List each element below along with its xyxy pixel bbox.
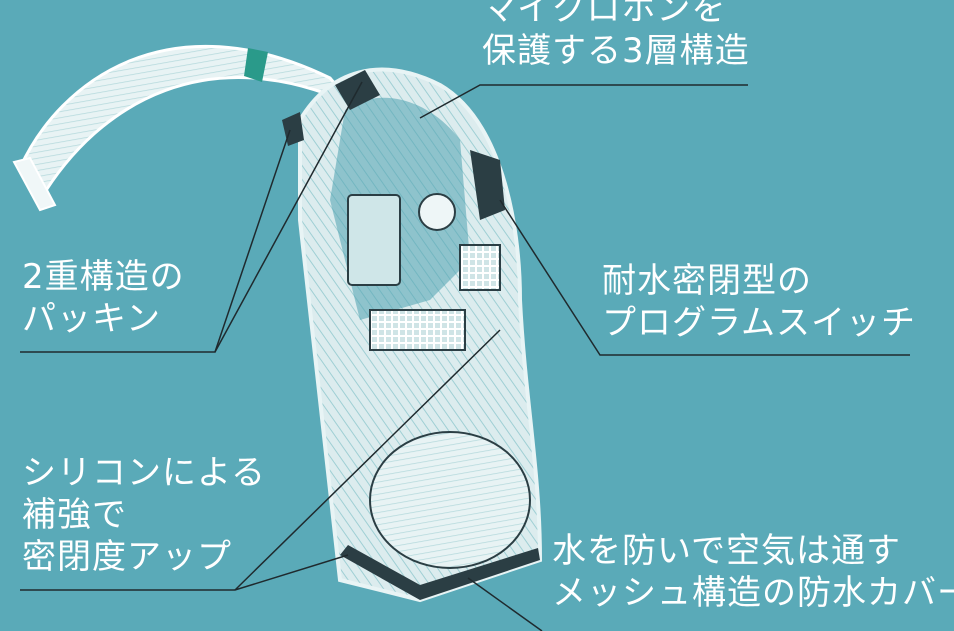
label-cover-line-2: メッシュ構造の防水カバー bbox=[552, 573, 954, 613]
leader-microphone bbox=[419, 84, 748, 119]
switch-component bbox=[459, 244, 501, 291]
label-silicone-line-2: 補強で bbox=[22, 495, 127, 535]
label-microphone: マイクロホンを 保護する3層構造 bbox=[482, 0, 750, 72]
label-packing: 2重構造の パッキン bbox=[22, 256, 185, 340]
label-silicone-line-1: シリコンによる bbox=[22, 453, 266, 493]
label-packing-line-2: パッキン bbox=[22, 299, 161, 339]
label-silicone-line-3: 密閉度アップ bbox=[22, 537, 232, 577]
leader-cover bbox=[467, 577, 543, 631]
label-switch: 耐水密閉型の プログラムスイッチ bbox=[602, 260, 916, 344]
leader-lines bbox=[20, 81, 910, 631]
microphone-component bbox=[418, 193, 456, 231]
circuit-board bbox=[369, 309, 466, 351]
battery bbox=[369, 431, 531, 569]
label-switch-line-1: 耐水密閉型の bbox=[602, 261, 812, 301]
label-packing-line-1: 2重構造の bbox=[22, 257, 185, 297]
leader-silicone-2 bbox=[234, 329, 501, 591]
leader-switch bbox=[499, 199, 910, 356]
device-body bbox=[282, 67, 543, 603]
receiver-component bbox=[347, 194, 401, 286]
label-silicone: シリコンによる 補強で 密閉度アップ bbox=[22, 452, 266, 578]
tube-band bbox=[244, 48, 268, 82]
label-cover-line-1: 水を防いで空気は通す bbox=[552, 531, 901, 571]
waterproof-cover-rim bbox=[340, 545, 540, 600]
packing-seal bbox=[282, 112, 304, 146]
label-microphone-line-2: 保護する3層構造 bbox=[482, 31, 750, 71]
label-cover: 水を防いで空気は通す メッシュ構造の防水カバー bbox=[552, 530, 954, 614]
leader-packing-2 bbox=[214, 81, 363, 353]
label-switch-line-2: プログラムスイッチ bbox=[602, 303, 916, 343]
label-microphone-line-1: マイクロホンを bbox=[482, 0, 727, 29]
program-switch bbox=[470, 150, 505, 220]
